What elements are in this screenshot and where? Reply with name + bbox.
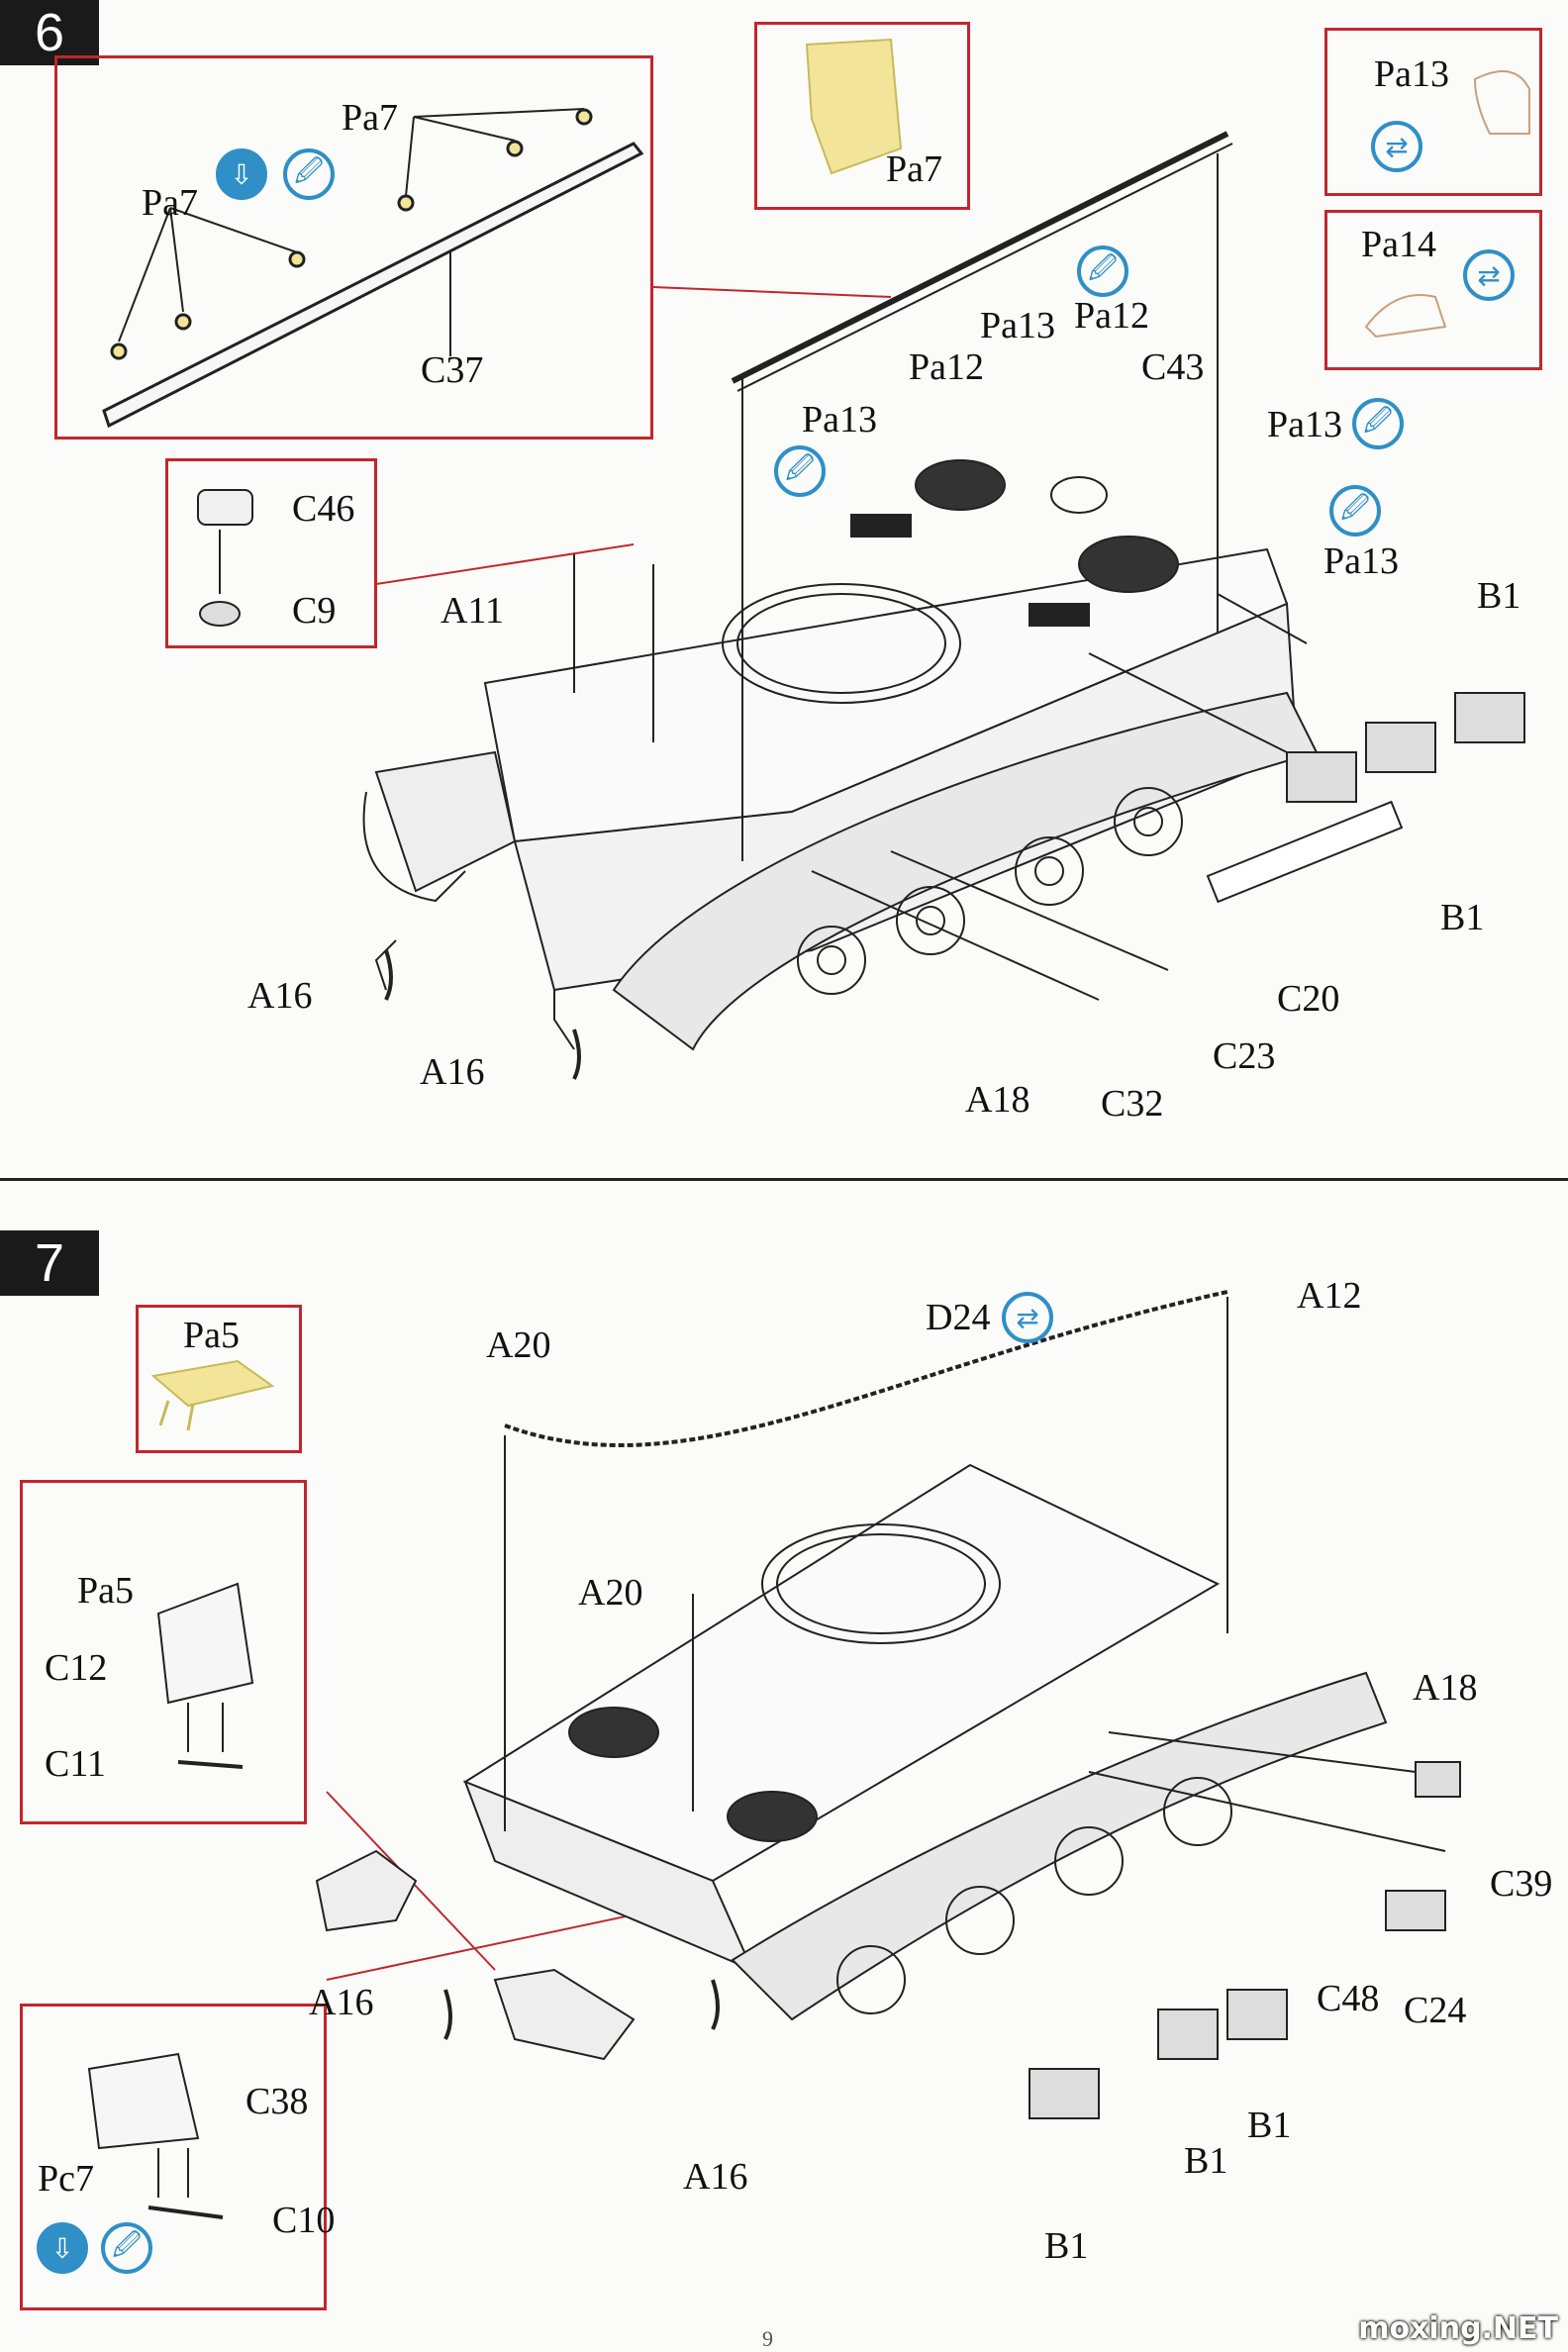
flip-icon: ⇄ bbox=[1002, 1292, 1053, 1343]
glue-icon: 🖉 bbox=[101, 2222, 152, 2274]
step6-c37-rail-drawing bbox=[102, 108, 644, 429]
c12-c11-callout bbox=[20, 1480, 307, 1824]
pa7-part-callout bbox=[754, 22, 970, 210]
label-a16: A16 bbox=[420, 1051, 485, 1093]
label-b1: B1 bbox=[1247, 2105, 1292, 2146]
label-pa12: Pa12 bbox=[1074, 295, 1149, 337]
label-b1: B1 bbox=[1044, 2225, 1089, 2267]
symmetric-icon: ⇩ bbox=[37, 2222, 88, 2274]
pa14-part-callout bbox=[1324, 210, 1542, 370]
label-c38: C38 bbox=[245, 2081, 309, 2122]
label-pa13: Pa13 bbox=[1323, 540, 1399, 582]
step-7-badge: 7 bbox=[0, 1230, 99, 1296]
label-c39: C39 bbox=[1490, 1863, 1553, 1905]
pa7-part-drawing bbox=[805, 38, 903, 175]
label-a20: A20 bbox=[578, 1572, 643, 1614]
pa5-part-callout bbox=[136, 1305, 302, 1453]
label-c20: C20 bbox=[1277, 978, 1340, 1020]
c37-rail-callout bbox=[54, 55, 653, 440]
glue-icon: 🖉 bbox=[1329, 485, 1381, 537]
label-a20: A20 bbox=[486, 1324, 551, 1366]
pa5-part-drawing bbox=[150, 1359, 275, 1431]
label-b1: B1 bbox=[1440, 897, 1485, 938]
label-a16: A16 bbox=[309, 1982, 374, 2023]
label-b1: B1 bbox=[1184, 2140, 1228, 2182]
label-c12: C12 bbox=[45, 1647, 108, 1689]
label-pa14: Pa14 bbox=[1361, 224, 1436, 265]
step-divider bbox=[0, 1178, 1568, 1181]
label-a18: A18 bbox=[1413, 1667, 1478, 1709]
label-pa13: Pa13 bbox=[802, 399, 877, 441]
label-c43: C43 bbox=[1141, 346, 1205, 388]
label-b1: B1 bbox=[1477, 575, 1521, 617]
c46-c9-callout bbox=[165, 458, 377, 648]
label-pa13: Pa13 bbox=[1267, 404, 1342, 445]
label-a16: A16 bbox=[683, 2156, 748, 2198]
glue-icon: 🖉 bbox=[1352, 398, 1404, 449]
glue-icon: 🖉 bbox=[283, 148, 335, 200]
label-pa13: Pa13 bbox=[980, 305, 1055, 346]
label-pa7: Pa7 bbox=[342, 97, 398, 139]
label-c46: C46 bbox=[292, 488, 355, 530]
label-c11: C11 bbox=[45, 1743, 106, 1785]
label-pa12: Pa12 bbox=[909, 346, 984, 388]
label-pa5: Pa5 bbox=[77, 1570, 134, 1612]
label-c24: C24 bbox=[1404, 1990, 1467, 2031]
label-c9: C9 bbox=[292, 590, 337, 632]
glue-icon: 🖉 bbox=[1077, 245, 1128, 297]
step-6-badge: 6 bbox=[0, 0, 99, 65]
page-number: 9 bbox=[762, 2326, 773, 2351]
rotate-view-icon: ⇄ bbox=[1371, 121, 1422, 172]
symmetric-icon: ⇩ bbox=[216, 148, 267, 200]
label-c37: C37 bbox=[421, 349, 484, 391]
watermark: moxing.NET bbox=[1358, 2311, 1558, 2346]
label-c23: C23 bbox=[1213, 1035, 1276, 1077]
label-c10: C10 bbox=[272, 2200, 336, 2241]
glue-icon: 🖉 bbox=[774, 445, 826, 497]
pa13-part-callout bbox=[1324, 28, 1542, 196]
step6-hull-drawing bbox=[362, 131, 1525, 1080]
c38-c10-callout bbox=[20, 2004, 327, 2310]
label-a11: A11 bbox=[441, 590, 505, 632]
label-d24: D24 bbox=[926, 1297, 991, 1338]
label-pa7: Pa7 bbox=[886, 148, 942, 190]
label-pa13: Pa13 bbox=[1374, 53, 1449, 95]
pa13-part-drawing bbox=[1473, 70, 1530, 135]
step7-hull-drawing bbox=[87, 1290, 1461, 2219]
label-a18: A18 bbox=[965, 1079, 1030, 1121]
pa14-part-drawing bbox=[1364, 294, 1447, 339]
step6-c46-c9-drawing bbox=[197, 489, 253, 627]
label-a16: A16 bbox=[247, 975, 313, 1017]
label-pa5: Pa5 bbox=[183, 1315, 240, 1356]
label-pa7: Pa7 bbox=[142, 182, 198, 224]
label-a12: A12 bbox=[1297, 1275, 1362, 1317]
label-c48: C48 bbox=[1317, 1978, 1380, 2019]
label-pc7: Pc7 bbox=[38, 2158, 94, 2200]
flip-icon: ⇄ bbox=[1463, 249, 1515, 301]
label-c32: C32 bbox=[1101, 1083, 1164, 1125]
